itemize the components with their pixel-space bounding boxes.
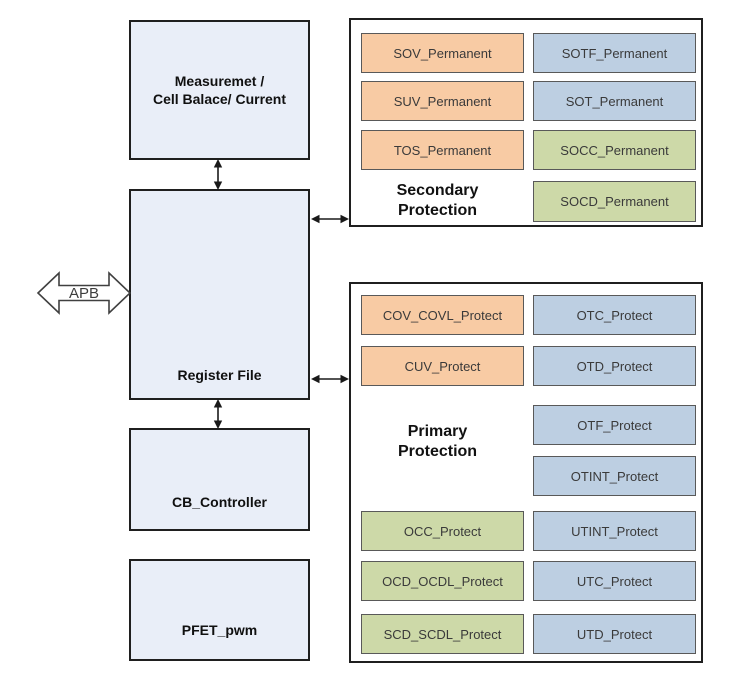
cb-controller-label: CB_Controller [172, 494, 267, 510]
double-arrow-vertical-icon [213, 159, 223, 190]
protection-box: SOV_Permanent [361, 33, 524, 73]
primary-protection-title: Primary Protection [397, 423, 478, 460]
protection-box: SOTF_Permanent [533, 33, 696, 73]
secondary-protection-title: Secondary Protection [396, 182, 479, 219]
protection-box: SCD_SCDL_Protect [361, 614, 524, 654]
measurement-block-label-line1: Measuremet / [174, 73, 265, 89]
protection-box: UTINT_Protect [533, 511, 696, 551]
protection-box: UTC_Protect [533, 561, 696, 601]
protection-box: CUV_Protect [361, 346, 524, 386]
protection-box: OTINT_Protect [533, 456, 696, 496]
protection-box: SOCC_Permanent [533, 130, 696, 170]
apb-bus-double-arrow-icon: APB [36, 271, 132, 315]
protection-box: UTD_Protect [533, 614, 696, 654]
double-arrow-horizontal-icon [311, 374, 349, 384]
register-file-label: Register File [177, 367, 262, 383]
protection-box: SOCD_Permanent [533, 181, 696, 222]
apb-bus-label: APB [69, 285, 99, 302]
register-file-block: Register File [129, 189, 310, 400]
protection-box: OCD_OCDL_Protect [361, 561, 524, 601]
protection-box: OTD_Protect [533, 346, 696, 386]
protection-box: OTC_Protect [533, 295, 696, 335]
protection-box: SOT_Permanent [533, 81, 696, 121]
protection-box: COV_COVL_Protect [361, 295, 524, 335]
double-arrow-horizontal-icon [311, 214, 349, 224]
secondary-protection-container: SOV_Permanent SOTF_Permanent SUV_Permane… [349, 18, 703, 227]
cb-controller-block: CB_Controller [129, 428, 310, 531]
pfet-pwm-block: PFET_pwm [129, 559, 310, 661]
primary-protection-container: COV_COVL_Protect OTC_Protect CUV_Protect… [349, 282, 703, 663]
protection-box: OCC_Protect [361, 511, 524, 551]
protection-box: TOS_Permanent [361, 130, 524, 170]
protection-box: OTF_Protect [533, 405, 696, 445]
measurement-block: Measuremet / Cell Balace/ Current [129, 20, 310, 160]
measurement-block-label-line2: Cell Balace/ Current [152, 91, 287, 107]
double-arrow-vertical-icon [213, 399, 223, 429]
pfet-pwm-label: PFET_pwm [181, 622, 258, 638]
protection-box: SUV_Permanent [361, 81, 524, 121]
